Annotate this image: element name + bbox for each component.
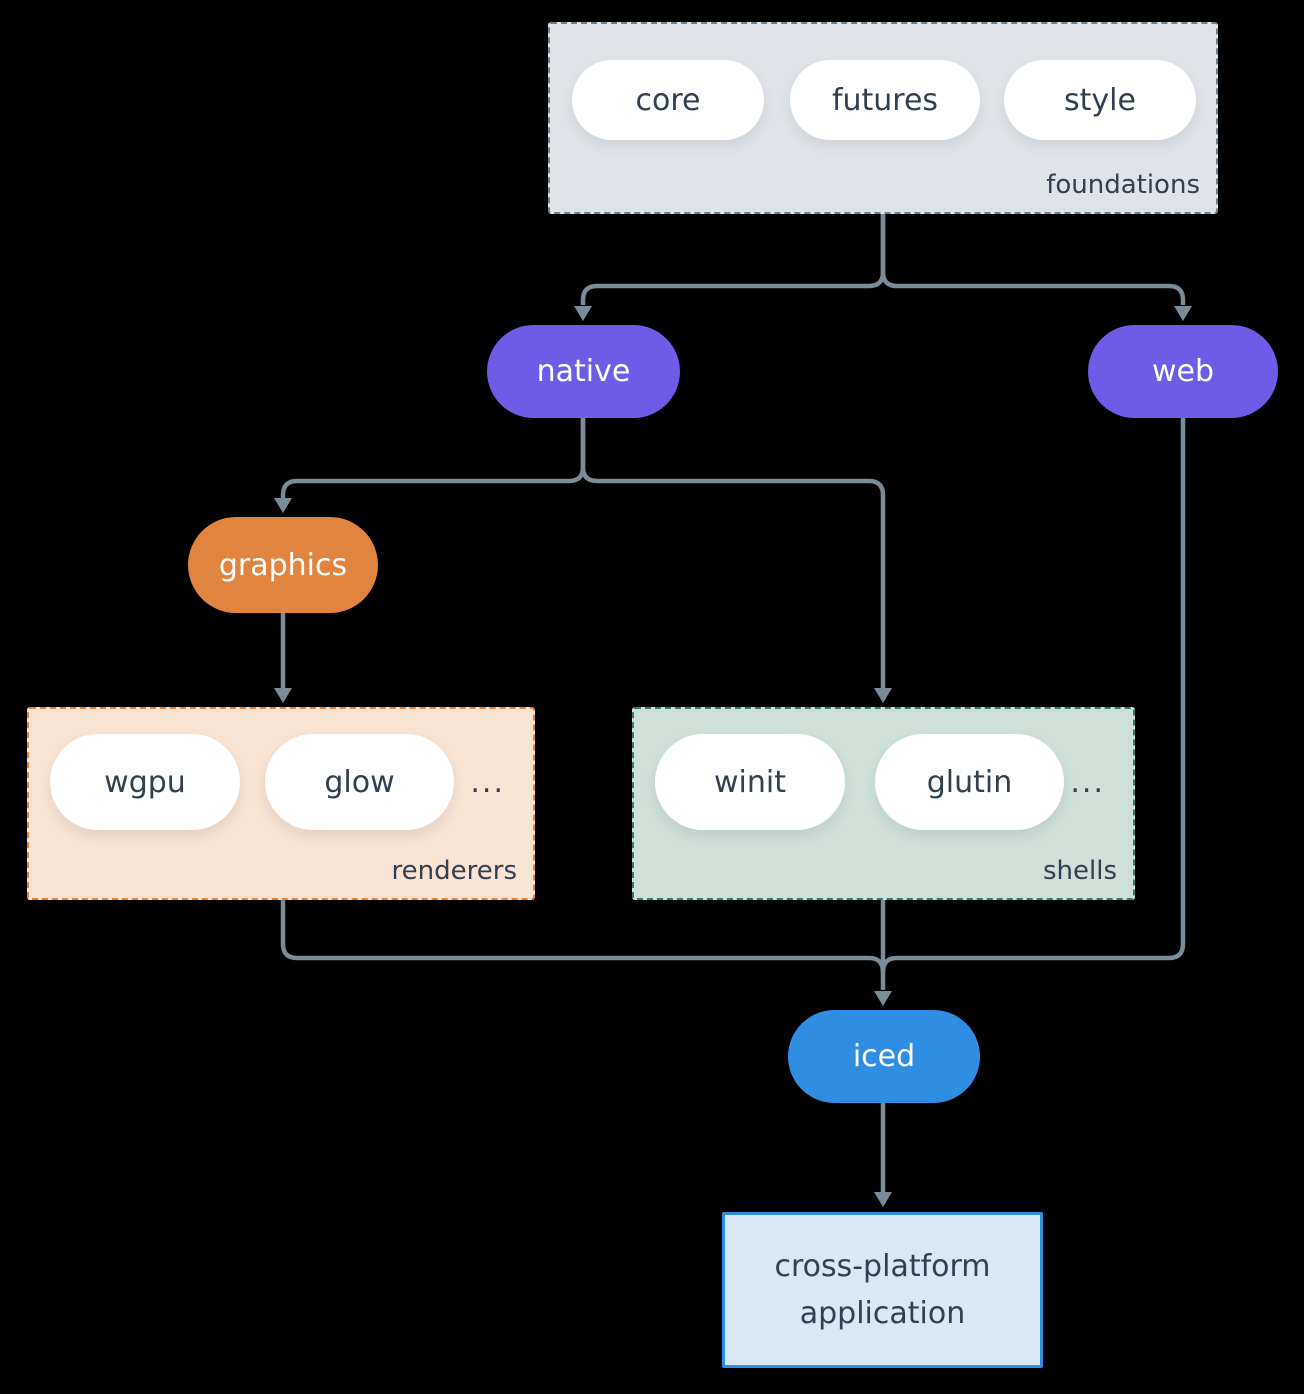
group-shells-label: shells (1042, 856, 1117, 886)
group-foundations-label: foundations (1046, 170, 1200, 200)
edge-native-shells (580, 418, 886, 688)
arrowhead-foundations-native (574, 306, 592, 321)
arrowhead-native-shells (874, 688, 892, 703)
node-native: native (487, 325, 680, 418)
group-renderers: wgpu glow ... renderers (27, 707, 535, 900)
node-native-label: native (536, 354, 631, 389)
node-glutin: glutin (875, 734, 1064, 830)
node-glow: glow (265, 734, 454, 830)
node-style-label: style (1064, 82, 1136, 118)
node-wgpu-label: wgpu (104, 764, 186, 800)
group-renderers-label: renderers (391, 856, 517, 886)
node-style: style (1004, 60, 1196, 140)
node-futures-label: futures (831, 82, 939, 118)
node-winit: winit (655, 734, 845, 830)
edge-foundations-web (880, 214, 1186, 305)
node-iced: iced (788, 1010, 980, 1103)
node-glow-label: glow (324, 764, 395, 800)
arrowhead-foundations-web (1174, 306, 1192, 321)
edge-renderers-merge (280, 900, 886, 973)
edge-native-graphics (280, 418, 586, 498)
arrowhead-native-graphics (274, 498, 292, 513)
node-graphics-label: graphics (218, 547, 348, 583)
node-web: web (1088, 325, 1278, 418)
renderers-ellipsis: ... (470, 765, 505, 800)
edge-foundations-native (580, 214, 886, 305)
node-core-label: core (635, 82, 701, 118)
node-graphics: graphics (188, 517, 378, 613)
node-core: core (572, 60, 764, 140)
shells-ellipsis: ... (1070, 765, 1105, 800)
node-cross-platform-application-label: cross-platform application (774, 1249, 991, 1331)
arrowhead-iced-app (874, 1192, 892, 1207)
node-futures: futures (790, 60, 980, 140)
node-web-label: web (1151, 354, 1215, 389)
arrowhead-merge-iced (874, 991, 892, 1006)
node-iced-label: iced (852, 1039, 916, 1074)
node-glutin-label: glutin (926, 764, 1013, 800)
node-cross-platform-application: cross-platform application (722, 1212, 1043, 1368)
group-shells: winit glutin ... shells (632, 707, 1135, 900)
arrowhead-graphics-renderers (274, 688, 292, 703)
node-winit-label: winit (714, 764, 786, 800)
group-foundations: core futures style foundations (548, 22, 1218, 214)
node-wgpu: wgpu (50, 734, 240, 830)
